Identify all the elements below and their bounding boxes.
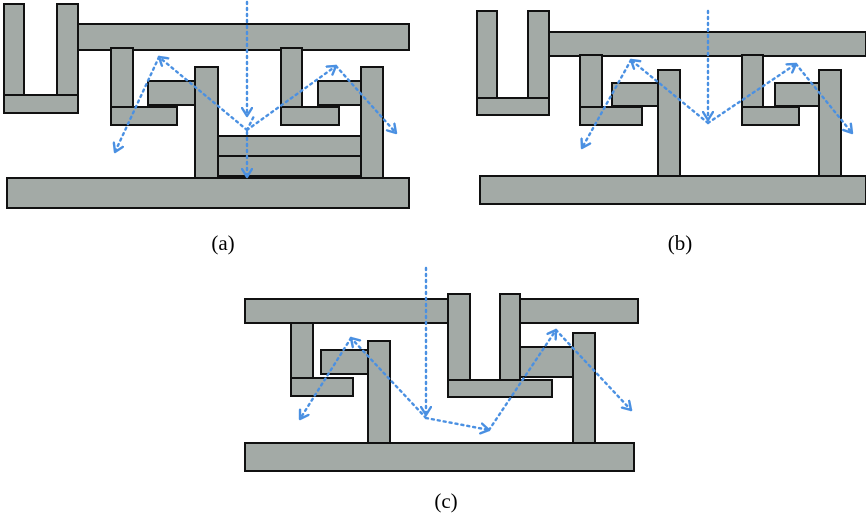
panel-c-ray-left-up [349, 336, 428, 420]
panel-c-caption: (c) [434, 489, 457, 513]
panel-c-top-plate-right [519, 298, 639, 324]
panel-c-left-hook-foot [290, 377, 354, 397]
panel-a-right-stand-post [360, 66, 384, 179]
panel-a-top-plate [76, 23, 410, 51]
panel-a-ray-upper-left [245, 114, 256, 132]
panel-c-u-base [447, 379, 553, 398]
panel-c-top-plate-left [244, 298, 449, 324]
panel-c-right-stand-post [572, 332, 596, 444]
panel-c: (c) [244, 266, 639, 513]
panel-a-ray-right-up [245, 64, 338, 132]
panel-a-u-base [3, 94, 79, 114]
panel-b: (b) [476, 9, 866, 255]
panel-a-rung-lower [217, 155, 362, 177]
panel-a-caption: (a) [211, 231, 234, 255]
panel-a-bottom-plate [6, 177, 410, 209]
panel-a-ray-left-down [115, 55, 161, 154]
panel-c-left-stand-post [367, 340, 391, 444]
panel-b-ray-right-up [706, 62, 798, 125]
panel-c-ray-bottom-right [424, 416, 491, 430]
panel-a-right-hook-foot [280, 106, 340, 126]
panel-c-ray-right-down [554, 328, 633, 412]
panel-a-left-stand-post [194, 66, 219, 179]
panel-a-ray-right-down [334, 64, 398, 135]
panel-b-ray-left-down [582, 58, 633, 150]
panel-c-ray-right-up [487, 328, 558, 432]
panel-a-rung-upper [217, 135, 362, 157]
panel-b-right-hook-foot [741, 106, 800, 126]
panel-c-ray-left-down [298, 336, 353, 421]
panel-c-bottom-plate [244, 442, 635, 472]
panel-a-ray-left-up [157, 57, 249, 132]
panel-a-left-hook-foot [110, 106, 178, 126]
panel-b-caption: (b) [668, 231, 693, 255]
panel-b-right-stand-post [818, 69, 842, 177]
panel-b-ray-right-down [794, 62, 854, 135]
panel-b-bottom-plate [479, 175, 866, 205]
panel-b-left-hook-foot [579, 106, 643, 126]
panel-b-u-base [476, 97, 550, 116]
panel-a: (a) [3, 0, 410, 255]
panel-b-ray-left-up [629, 58, 710, 125]
